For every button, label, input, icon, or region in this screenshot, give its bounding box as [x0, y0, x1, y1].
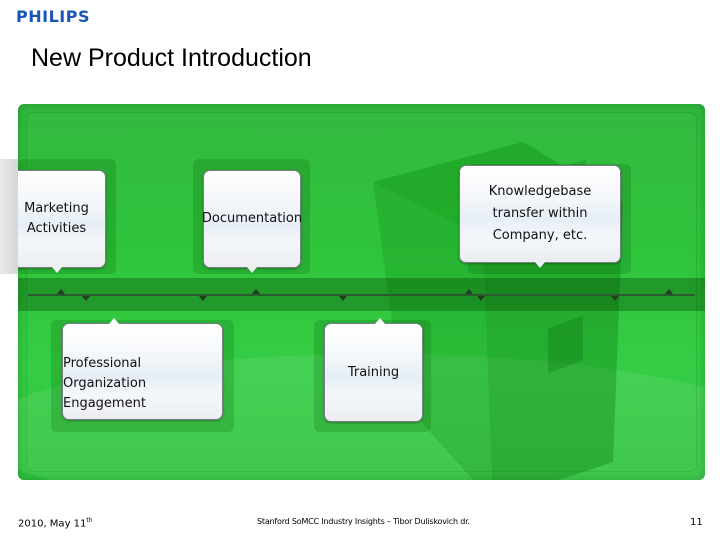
card-pointer [375, 318, 386, 324]
footer-date: 2010, May 11th [18, 517, 93, 529]
timeline-marker-down [339, 296, 347, 301]
card-text-line: Company, etc. [492, 228, 588, 243]
card-text-line: transfer within [492, 206, 588, 221]
page-number: 11 [690, 517, 703, 528]
card-text-line: Marketing [24, 201, 89, 216]
card-text-line: Knowledgebase [488, 184, 592, 199]
footer-date-text: 2010, May 11 [18, 518, 87, 530]
timeline-marker-down [611, 296, 619, 301]
timeline-marker-up [252, 289, 260, 294]
card-documentation: Documentation [201, 170, 303, 273]
card-text-line: Activities [26, 221, 87, 236]
timeline-marker-down [199, 296, 207, 301]
timeline-axis [28, 294, 695, 296]
card-pointer [535, 262, 545, 268]
timeline-marker-up [465, 289, 473, 294]
card-pointer [51, 267, 62, 273]
card-text-line: Training [347, 364, 400, 380]
card-pointer [247, 267, 257, 273]
slide-title: New Product Introduction [31, 44, 312, 72]
left-grey-tab [0, 159, 20, 274]
timeline-marker-down [82, 296, 90, 301]
timeline-marker-up [57, 289, 65, 294]
card-text-line: Documentation [201, 211, 303, 226]
card-pointer [108, 318, 119, 324]
footer-date-suffix: th [86, 517, 93, 524]
footer-credit: Stanford SoMCC Industry Insights – Tibor… [257, 517, 470, 526]
card-text-line: Professional Organization [63, 356, 147, 391]
card-training: Training [324, 318, 423, 422]
timeline-marker-up [665, 289, 673, 294]
timeline-marker-down [477, 296, 485, 301]
philips-logo: PHILIPS [16, 7, 90, 26]
panel-inner-border [26, 112, 697, 472]
card-text-line: Engagement [63, 396, 146, 411]
